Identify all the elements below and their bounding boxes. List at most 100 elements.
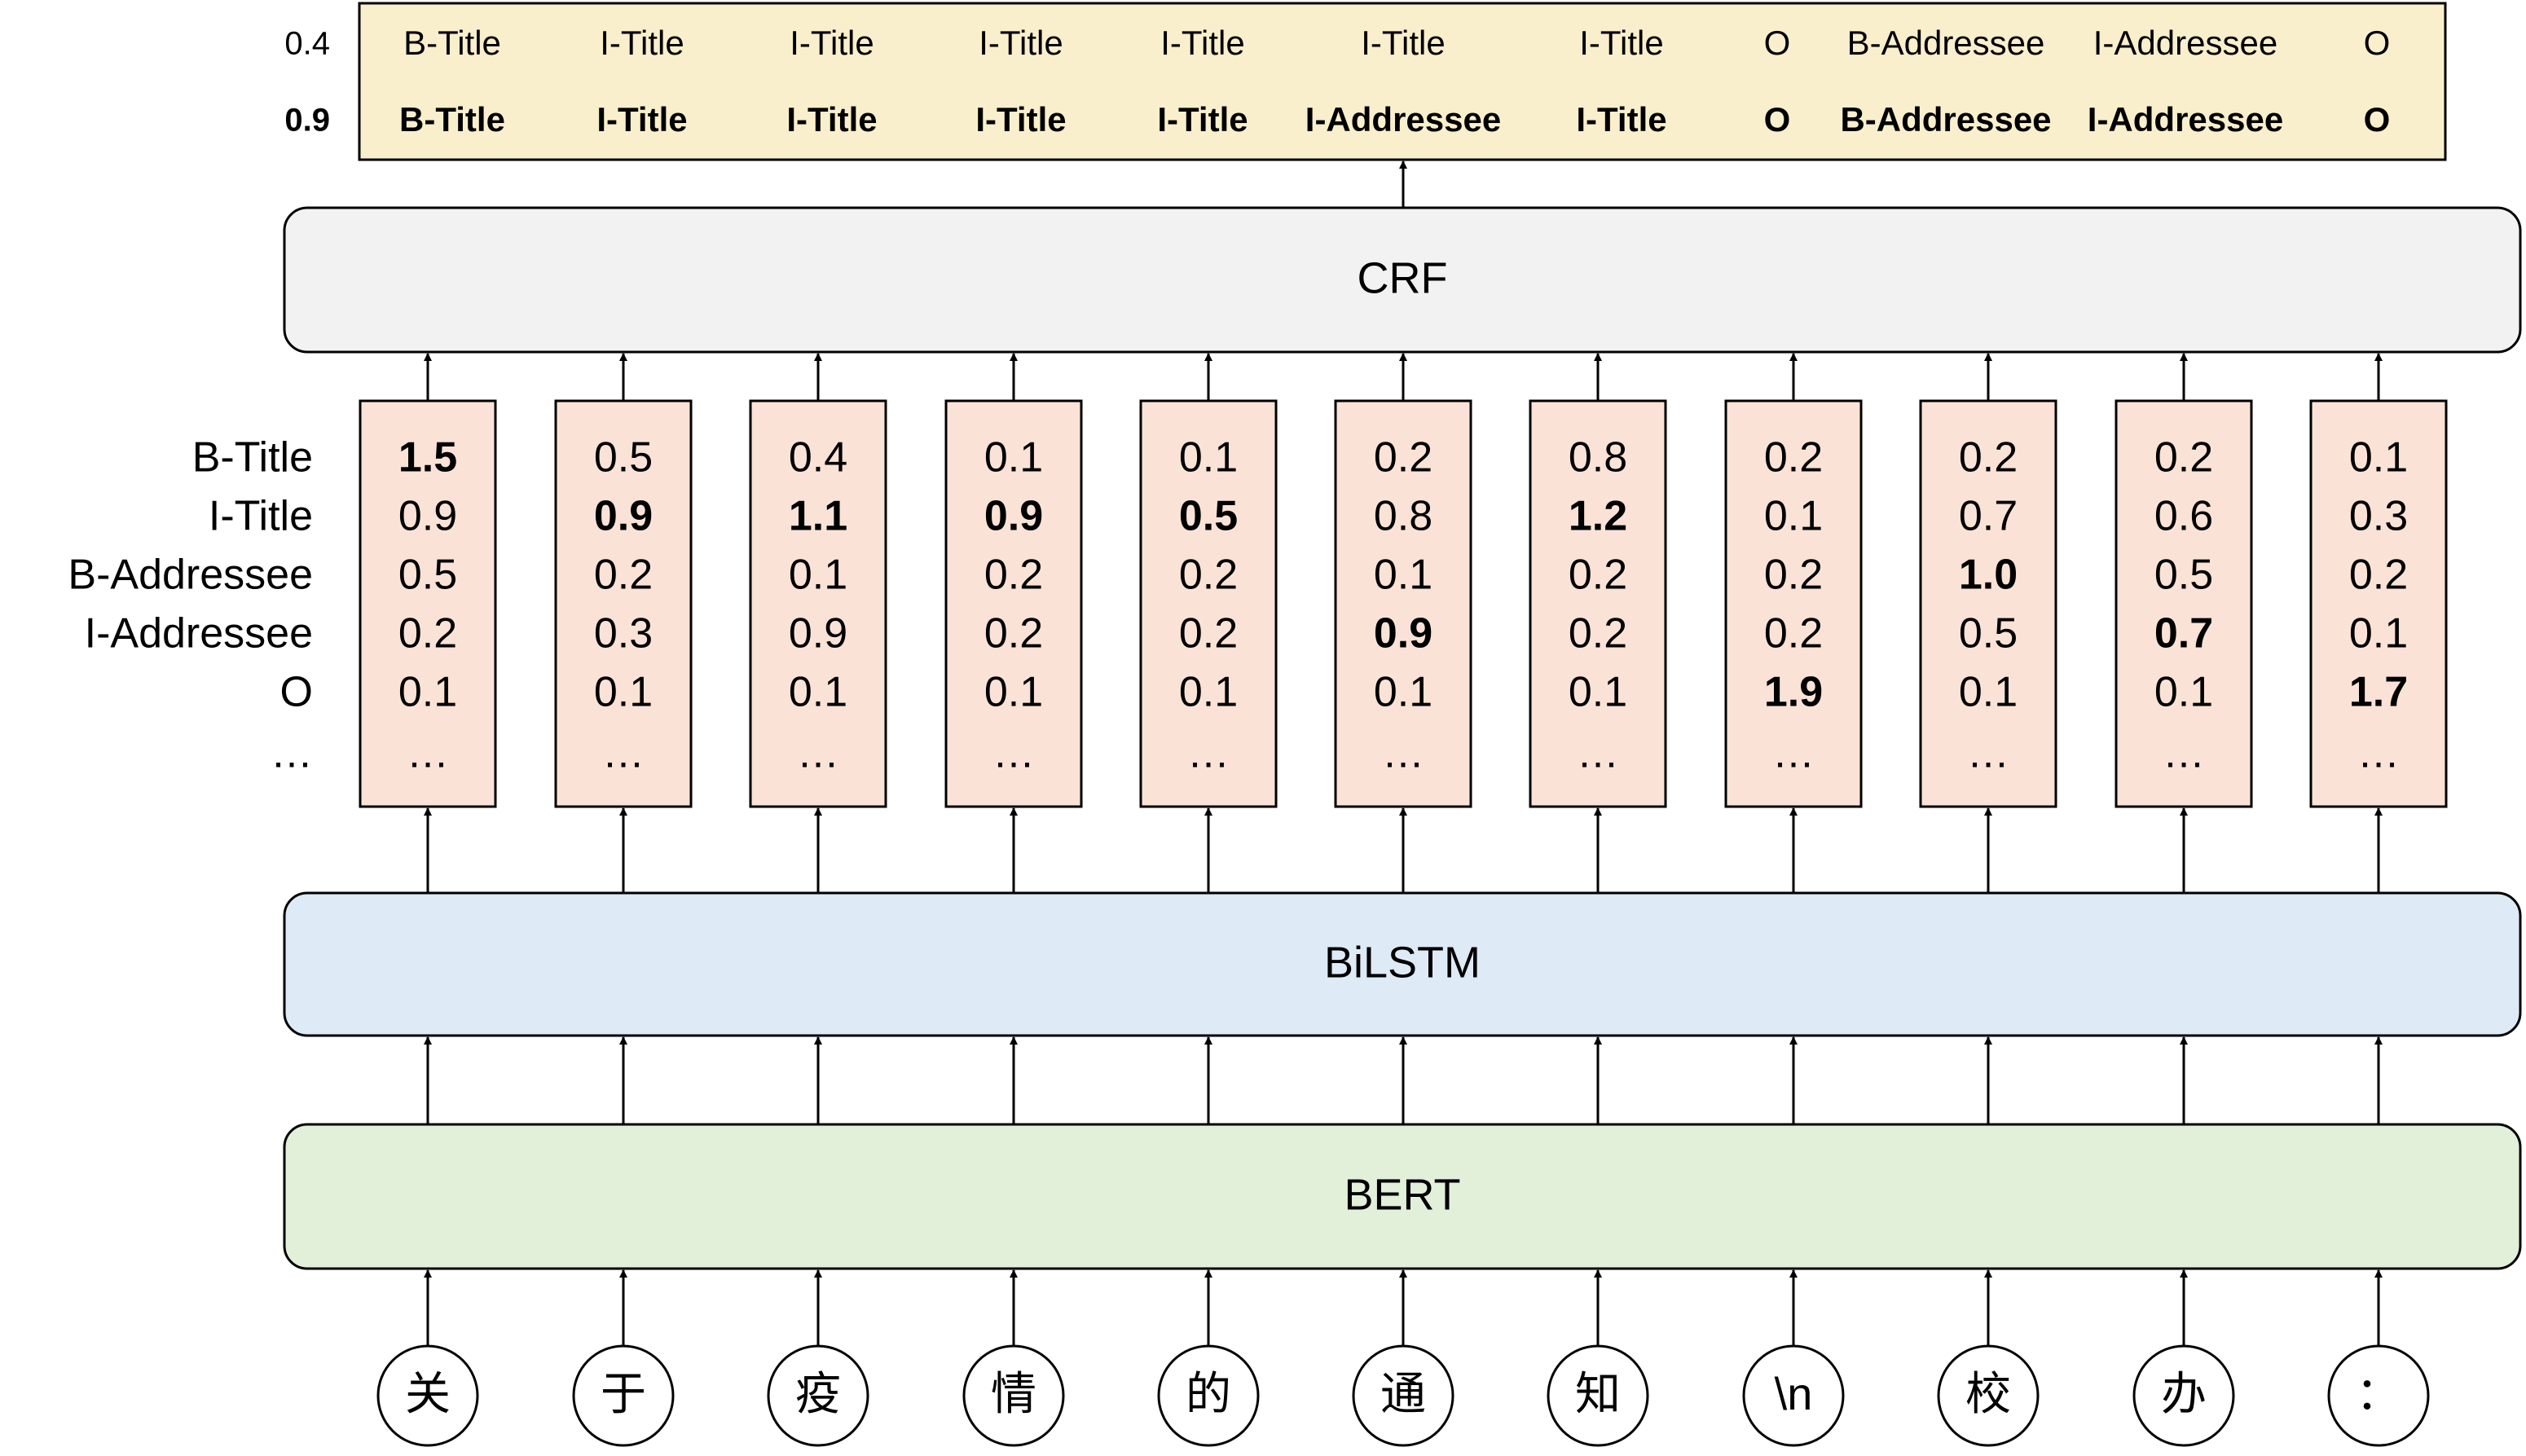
emission-score: 0.2 xyxy=(2349,552,2408,599)
crf-layer: CRF xyxy=(283,206,2522,354)
token-text: ： xyxy=(2356,1368,2401,1419)
token-text: 知 xyxy=(1575,1368,1621,1419)
emission-score-columns: 1.50.90.50.20.1…0.50.90.20.30.1…0.41.10.… xyxy=(359,399,2448,808)
score-column-box xyxy=(1724,399,1863,808)
output-tag-label: O xyxy=(1764,24,1791,62)
input-token-0: 关 xyxy=(376,1344,479,1447)
output-tag-label: O xyxy=(2364,100,2391,139)
token-circle xyxy=(2327,1344,2430,1447)
emission-score: 1.2 xyxy=(1569,493,1627,540)
token-circle xyxy=(1742,1344,1845,1447)
tag-label: … xyxy=(271,730,313,777)
score-column-box xyxy=(2309,399,2448,808)
emission-score: 0.5 xyxy=(2154,552,2213,599)
emission-score: 1.9 xyxy=(1764,669,1823,716)
token-text: 通 xyxy=(1380,1368,1426,1419)
input-token-7: \n xyxy=(1742,1344,1845,1447)
crf-label: CRF xyxy=(1358,253,1448,302)
score-column-10: 0.10.30.20.11.7… xyxy=(2309,399,2448,808)
tag-label-column: B-TitleI-TitleB-AddresseeI-AddresseeO… xyxy=(68,434,313,777)
score-column-1: 0.50.90.20.30.1… xyxy=(554,399,693,808)
emission-score: 0.6 xyxy=(2154,493,2213,540)
score-column-box xyxy=(1919,399,2057,808)
token-text: 的 xyxy=(1186,1368,1231,1419)
score-column-9: 0.20.60.50.70.1… xyxy=(2115,399,2253,808)
token-text: 疫 xyxy=(795,1368,841,1419)
emission-score: 0.1 xyxy=(2349,434,2408,482)
token-text: 办 xyxy=(2161,1368,2207,1419)
score-ellipsis: … xyxy=(797,730,839,777)
emission-score: 0.2 xyxy=(1569,610,1627,658)
tag-label: B-Title xyxy=(192,434,313,482)
score-ellipsis: … xyxy=(1382,730,1424,777)
token-circle xyxy=(1352,1344,1454,1447)
token-circle xyxy=(572,1344,675,1447)
emission-score: 0.2 xyxy=(1374,434,1432,482)
emission-score: 0.1 xyxy=(1374,552,1432,599)
emission-score: 0.5 xyxy=(1179,493,1238,540)
output-tag-label: B-Addressee xyxy=(1847,24,2045,62)
output-tag-label: I-Title xyxy=(979,24,1063,62)
output-tag-label: B-Title xyxy=(403,24,501,62)
score-column-box xyxy=(749,399,887,808)
emission-score: 1.5 xyxy=(398,434,457,482)
bert-label: BERT xyxy=(1344,1170,1460,1219)
arrow-layer xyxy=(424,161,2383,1346)
emission-score: 0.7 xyxy=(1959,493,2018,540)
emission-score: 0.5 xyxy=(1959,610,2018,658)
emission-score: 0.2 xyxy=(398,610,457,658)
score-ellipsis: … xyxy=(407,730,449,777)
emission-score: 0.9 xyxy=(594,493,653,540)
score-column-8: 0.20.71.00.50.1… xyxy=(1919,399,2057,808)
emission-score: 0.3 xyxy=(594,610,653,658)
token-circle xyxy=(2132,1344,2235,1447)
input-token-3: 情 xyxy=(962,1344,1065,1447)
output-tag-label: O xyxy=(1764,100,1791,139)
input-token-9: 办 xyxy=(2132,1344,2235,1447)
output-tag-label: I-Addressee xyxy=(2088,100,2283,139)
score-column-0: 1.50.90.50.20.1… xyxy=(359,399,497,808)
output-tag-label: B-Addressee xyxy=(1840,100,2051,139)
emission-score: 0.4 xyxy=(789,434,847,482)
emission-score: 0.3 xyxy=(2349,493,2408,540)
emission-score: 0.9 xyxy=(789,610,847,658)
token-circle xyxy=(1157,1344,1260,1447)
input-token-8: 校 xyxy=(1937,1344,2040,1447)
token-text: \n xyxy=(1775,1368,1813,1419)
score-ellipsis: … xyxy=(1577,730,1619,777)
emission-score: 0.1 xyxy=(1959,669,2018,716)
score-column-box xyxy=(1139,399,1278,808)
emission-score: 0.7 xyxy=(2154,610,2213,658)
emission-score: 0.2 xyxy=(984,552,1043,599)
tag-label: B-Addressee xyxy=(68,552,313,599)
bert-layer: BERT xyxy=(283,1123,2522,1270)
output-box-rect xyxy=(358,2,2447,161)
emission-score: 0.1 xyxy=(1374,669,1432,716)
output-tag-label: I-Addressee xyxy=(2093,24,2277,62)
token-text: 校 xyxy=(1965,1368,2011,1419)
score-column-box xyxy=(359,399,497,808)
score-ellipsis: … xyxy=(1967,730,2009,777)
emission-score: 1.0 xyxy=(1959,552,2018,599)
tag-label: I-Title xyxy=(209,493,313,540)
score-column-5: 0.20.80.10.90.1… xyxy=(1334,399,1472,808)
emission-score: 0.5 xyxy=(398,552,457,599)
output-tag-label: I-Title xyxy=(1160,24,1244,62)
output-tag-label: I-Title xyxy=(786,100,877,139)
token-circle xyxy=(1937,1344,2040,1447)
bilstm-box xyxy=(283,891,2522,1037)
output-tag-label: I-Addressee xyxy=(1305,100,1501,139)
emission-score: 0.2 xyxy=(1764,434,1823,482)
token-circle xyxy=(376,1344,479,1447)
score-ellipsis: … xyxy=(1772,730,1815,777)
tag-label: O xyxy=(280,669,313,716)
score-column-box xyxy=(554,399,693,808)
output-tag-label: I-Title xyxy=(1157,100,1248,139)
emission-score: 0.9 xyxy=(1374,610,1432,658)
score-column-4: 0.10.50.20.20.1… xyxy=(1139,399,1278,808)
emission-score: 0.9 xyxy=(398,493,457,540)
